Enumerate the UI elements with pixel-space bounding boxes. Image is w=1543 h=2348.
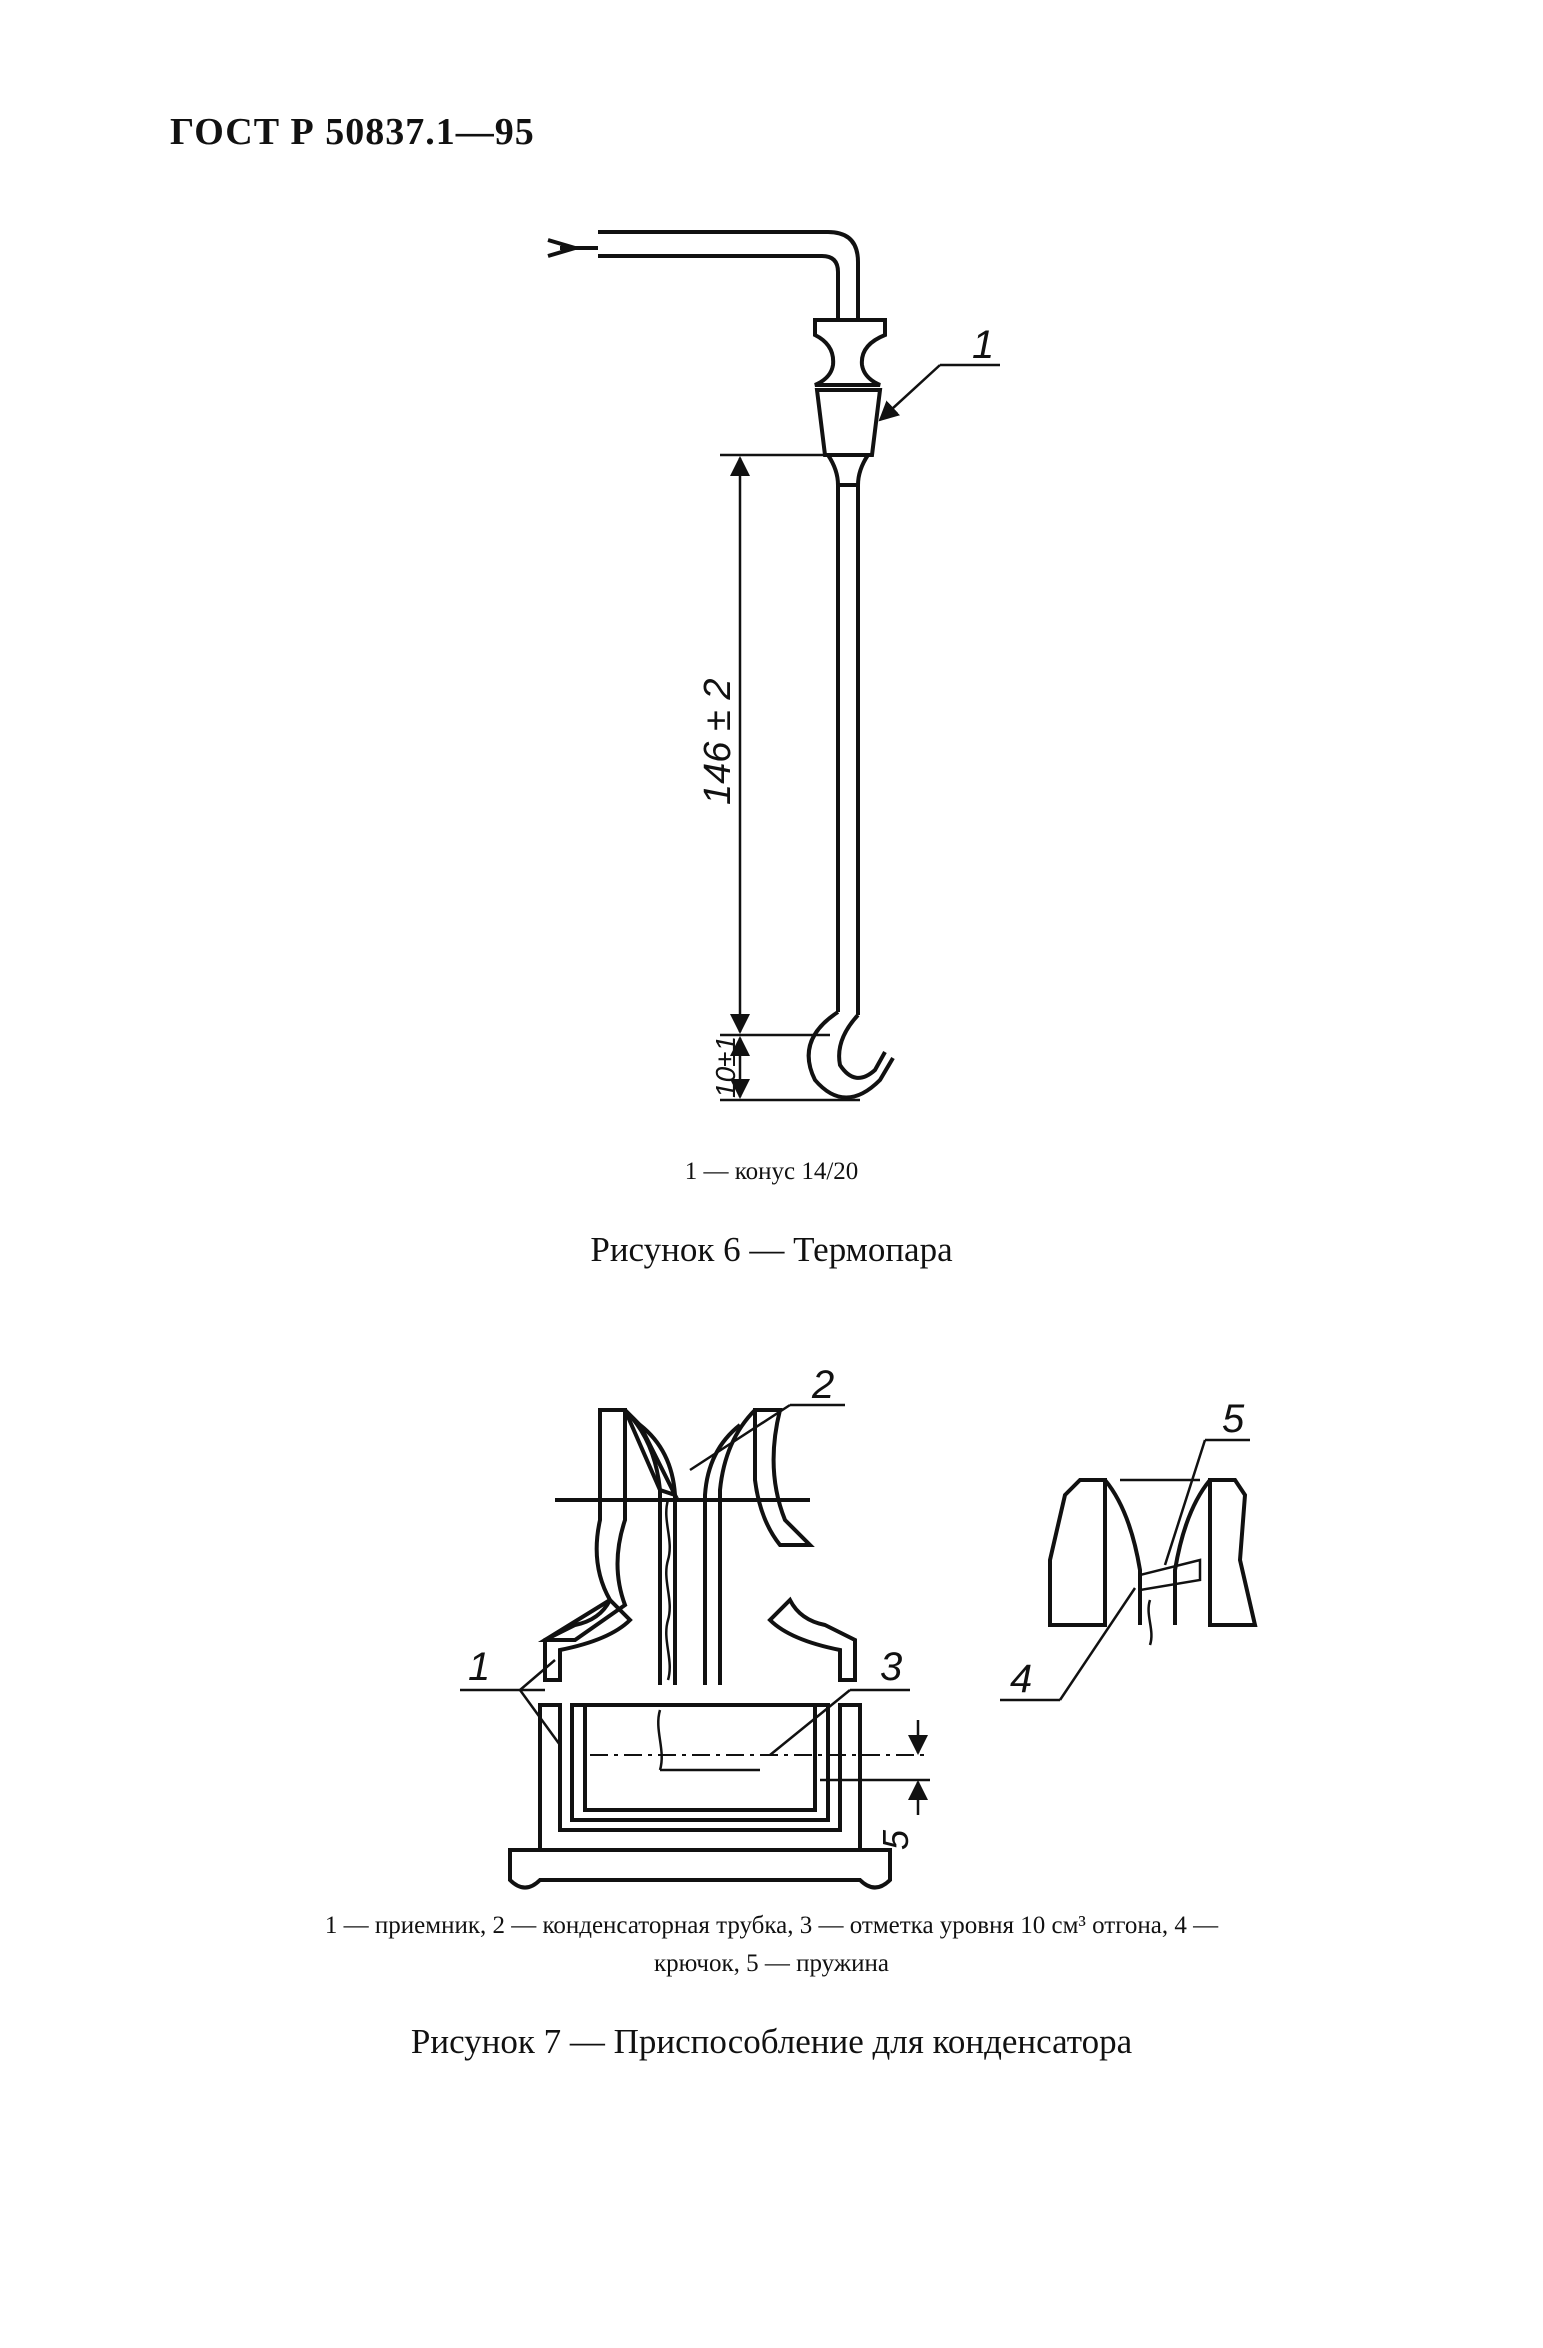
figure7-caption: Рисунок 7 — Приспособление для конденсат… — [410, 2022, 1133, 2061]
figure7-legend-line2: крючок, 5 — пружина — [654, 1950, 889, 1977]
item-number: 1 — [972, 323, 994, 367]
item-number: 5 — [1222, 1397, 1245, 1441]
item-number: 1 — [468, 1645, 490, 1689]
figure6-caption: Рисунок 6 — Термопара — [590, 1230, 953, 1269]
figure6-legend: 1 — конус 14/20 — [684, 1158, 859, 1185]
spring-detail-drawing: 5 4 — [1000, 1397, 1258, 1702]
condenser-device-drawing: 5 1 2 3 — [460, 1363, 930, 1890]
thermocouple-drawing: 1 146 ± 2 10±1 — [547, 230, 1000, 1102]
stopper-cap — [813, 318, 887, 387]
standard-header: ГОСТ Р 50837.1—95 — [170, 111, 535, 153]
item-number: 2 — [811, 1363, 834, 1407]
cone — [814, 388, 883, 457]
figure7-legend-line1: 1 — приемник, 2 — конденсаторная трубка,… — [324, 1912, 1219, 1939]
dimension-label: 10±1 — [710, 1036, 741, 1098]
dimension-label: 5 — [875, 1829, 916, 1850]
dimension-label: 146 ± 2 — [697, 678, 739, 805]
droplet-chain — [665, 1499, 671, 1681]
hook — [806, 1010, 895, 1100]
tube-top — [598, 230, 860, 318]
item-number: 4 — [1010, 1657, 1032, 1701]
item-number: 3 — [880, 1645, 902, 1689]
